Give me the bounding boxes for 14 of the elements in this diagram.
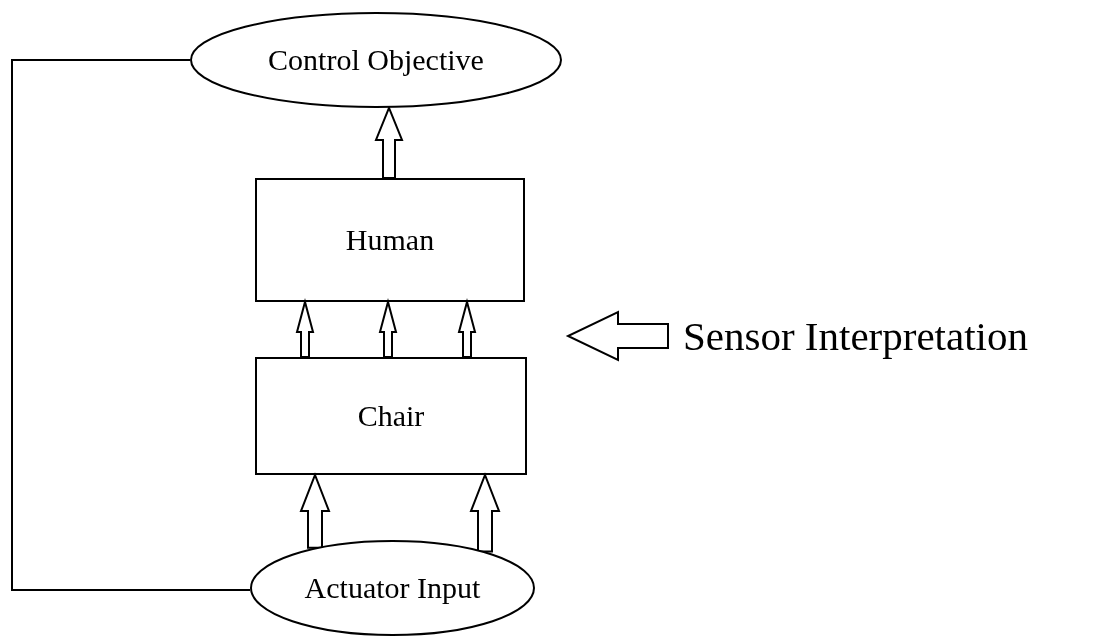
process-box xyxy=(255,178,525,302)
feedback-line xyxy=(11,59,252,591)
node-label: Actuator Input xyxy=(304,571,481,605)
block-arrow xyxy=(299,472,331,549)
node-label: Human xyxy=(345,223,435,257)
block-arrow xyxy=(374,105,404,179)
block-arrow xyxy=(469,472,501,553)
annotation-text: Sensor Interpretation xyxy=(683,312,1028,360)
ellipse-node xyxy=(250,540,535,636)
block-arrow xyxy=(565,310,669,362)
process-box xyxy=(255,357,527,475)
ellipse-node xyxy=(190,12,562,108)
node-label: Chair xyxy=(357,399,425,433)
node-label: Control Objective xyxy=(268,43,484,77)
